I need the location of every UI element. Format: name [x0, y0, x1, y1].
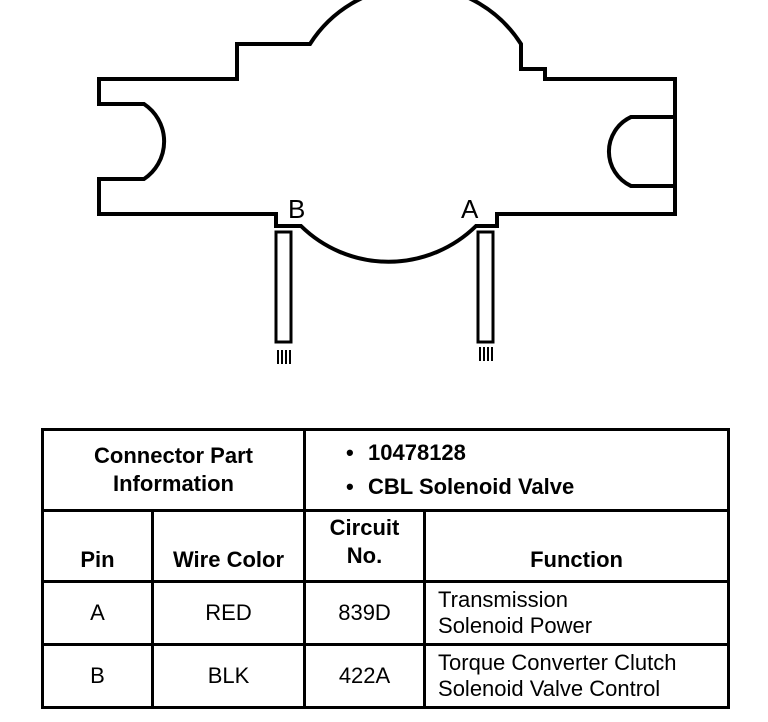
part-info-item: • CBL Solenoid Valve [346, 470, 727, 504]
header-circuit-line1: Circuit [329, 515, 400, 540]
connector-diagram: B A [97, 0, 677, 364]
part-info-label-cell: Connector Part Information [40, 428, 307, 512]
bullet-icon: • [346, 440, 354, 465]
cell-pin: B [41, 643, 154, 709]
header-circuit: Circuit No. [303, 509, 427, 583]
header-wire-color: Wire Color [150, 509, 307, 583]
function-line1: Transmission [438, 587, 569, 612]
table-row: B BLK 422A Torque Converter Clutch Solen… [41, 643, 731, 709]
header-circuit-line2: No. [346, 543, 383, 568]
cell-function: Torque Converter Clutch Solenoid Valve C… [423, 643, 731, 709]
part-info-label-line2: Information [113, 471, 234, 496]
part-name: CBL Solenoid Valve [368, 474, 575, 499]
header-pin: Pin [41, 509, 154, 583]
bullet-icon: • [346, 474, 354, 499]
column-header-row: Pin Wire Color Circuit No. Function [41, 509, 731, 583]
part-number: 10478128 [368, 440, 466, 465]
cell-pin: A [41, 580, 154, 646]
right-mount-slot-outline [607, 115, 675, 188]
wire-b-strands [277, 350, 291, 364]
connector-body-outline [97, 0, 677, 264]
wire-a [476, 230, 495, 344]
cell-function: Transmission Solenoid Power [423, 580, 731, 646]
cell-wire-color: BLK [150, 643, 307, 709]
part-info-item: • 10478128 [346, 436, 727, 470]
table-row: A RED 839D Transmission Solenoid Power [41, 580, 731, 646]
connector-info-table: Connector Part Information • 10478128 • CB… [40, 428, 731, 709]
function-line2: Solenoid Power [438, 613, 593, 638]
wire-b [274, 230, 293, 344]
function-line2: Solenoid Valve Control [438, 676, 661, 701]
header-function: Function [423, 509, 731, 583]
part-info-values-cell: • 10478128 • CBL Solenoid Valve [303, 428, 731, 512]
pin-label-a: A [461, 194, 479, 224]
function-line1: Torque Converter Clutch [438, 650, 677, 675]
cell-circuit: 422A [303, 643, 427, 709]
part-info-label-line1: Connector Part [94, 443, 253, 468]
wire-a-strands [479, 347, 493, 361]
pin-label-b: B [288, 194, 305, 224]
cell-circuit: 839D [303, 580, 427, 646]
part-info-row: Connector Part Information • 10478128 • CB… [40, 428, 731, 512]
cell-wire-color: RED [150, 580, 307, 646]
